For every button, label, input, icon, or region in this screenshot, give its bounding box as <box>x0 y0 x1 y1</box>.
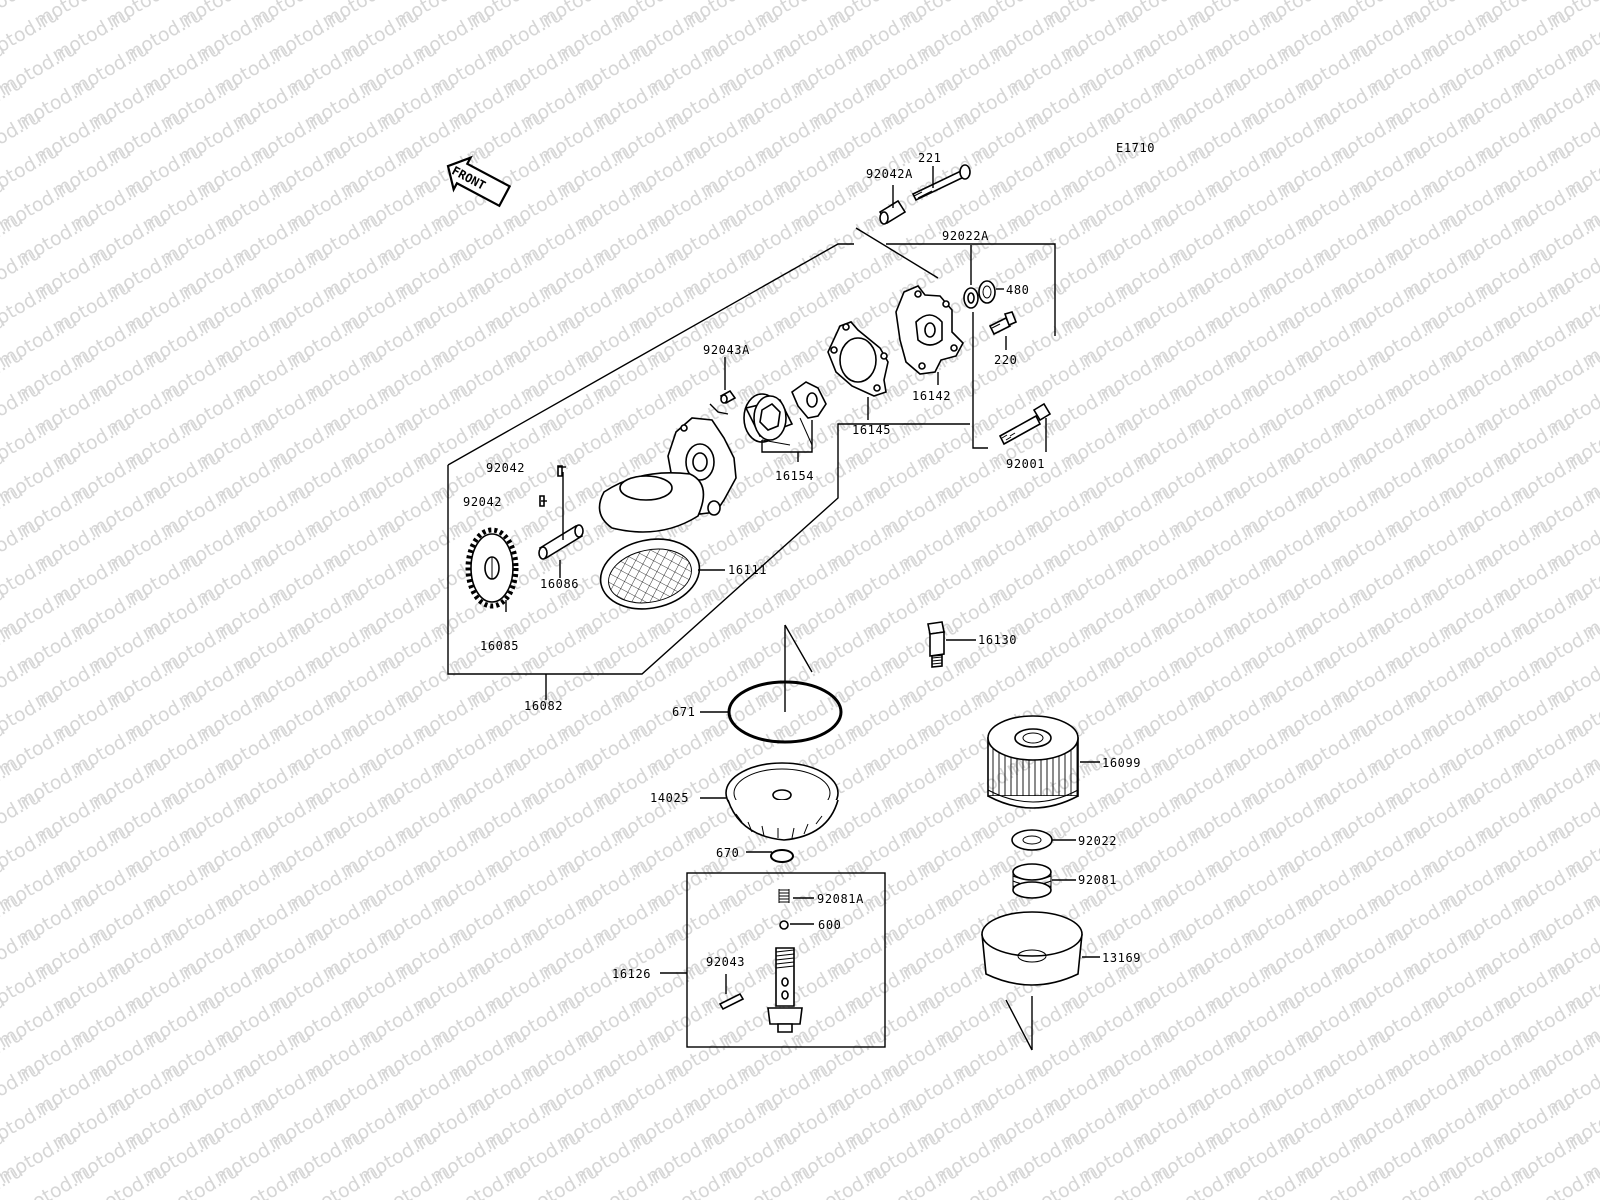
part-label-92043A: 92043A <box>703 343 750 357</box>
part-label-92043: 92043 <box>706 955 745 969</box>
pin-shape-92043A <box>719 389 737 405</box>
part-label-92081: 92081 <box>1078 873 1117 887</box>
part-label-92001: 92001 <box>1006 457 1045 471</box>
o-ring-small-shape <box>770 849 794 863</box>
part-label-16145: 16145 <box>852 423 891 437</box>
part-label-16086: 16086 <box>540 577 579 591</box>
part-label-670: 670 <box>716 846 739 860</box>
part-label-16154: 16154 <box>775 469 814 483</box>
part-label-16085: 16085 <box>480 639 519 653</box>
oil-screen-shape <box>599 538 701 610</box>
pump-cover-shape <box>895 285 964 375</box>
part-label-220: 220 <box>994 353 1017 367</box>
part-label-671: 671 <box>672 705 695 719</box>
sleeve-shape <box>878 199 907 225</box>
part-labels: 221 92042A 92022A 480 220 92043A 16142 1… <box>463 151 1141 981</box>
spring-small-shape <box>778 889 790 903</box>
ball-shape <box>779 920 789 930</box>
filter-case-shape <box>981 911 1083 986</box>
gasket-shape <box>827 321 889 397</box>
pump-shaft-shape <box>538 524 584 560</box>
spring-large-shape <box>1012 863 1052 899</box>
rotor-set-shape <box>743 381 827 446</box>
part-label-92022: 92022 <box>1078 834 1117 848</box>
pump-mounting-bolt-shape <box>911 164 971 202</box>
part-label-16130: 16130 <box>978 633 1017 647</box>
diagram-code: E1710 <box>1116 141 1155 155</box>
part-label-92042-lower: 92042 <box>463 495 502 509</box>
part-label-480: 480 <box>1006 283 1029 297</box>
part-label-92081A: 92081A <box>817 892 864 906</box>
part-label-16111: 16111 <box>728 563 767 577</box>
cover-bolt-shape <box>988 311 1018 336</box>
part-label-14025: 14025 <box>650 791 689 805</box>
part-label-92042-upper: 92042 <box>486 461 525 475</box>
pin-shape-92042-upper <box>557 465 563 477</box>
washer-shape <box>963 287 979 309</box>
filter-cover-shape <box>725 762 839 841</box>
relief-valve-box <box>686 872 886 1048</box>
circlip-shape <box>978 280 996 304</box>
oil-filter-shape <box>987 715 1079 809</box>
part-label-92022A: 92022A <box>942 229 989 243</box>
part-label-16142: 16142 <box>912 389 951 403</box>
leader-lines <box>505 166 1100 1051</box>
pressure-switch-shape <box>927 621 945 668</box>
part-label-13169: 13169 <box>1102 951 1141 965</box>
part-label-16126: 16126 <box>612 967 651 981</box>
part-label-16099: 16099 <box>1102 756 1141 770</box>
pump-plate-shape <box>598 472 705 533</box>
relief-valve-bolt-shape <box>767 947 803 1033</box>
part-label-221: 221 <box>918 151 941 165</box>
pump-gear-shape <box>465 527 519 609</box>
assembly-outline <box>447 227 1056 700</box>
washer-lower-shape <box>1011 829 1053 851</box>
part-label-16082: 16082 <box>524 699 563 713</box>
part-label-600: 600 <box>818 918 841 932</box>
flange-bolt-shape <box>998 402 1052 446</box>
pin-shape-92043 <box>718 992 745 1011</box>
part-label-92042A: 92042A <box>866 167 913 181</box>
